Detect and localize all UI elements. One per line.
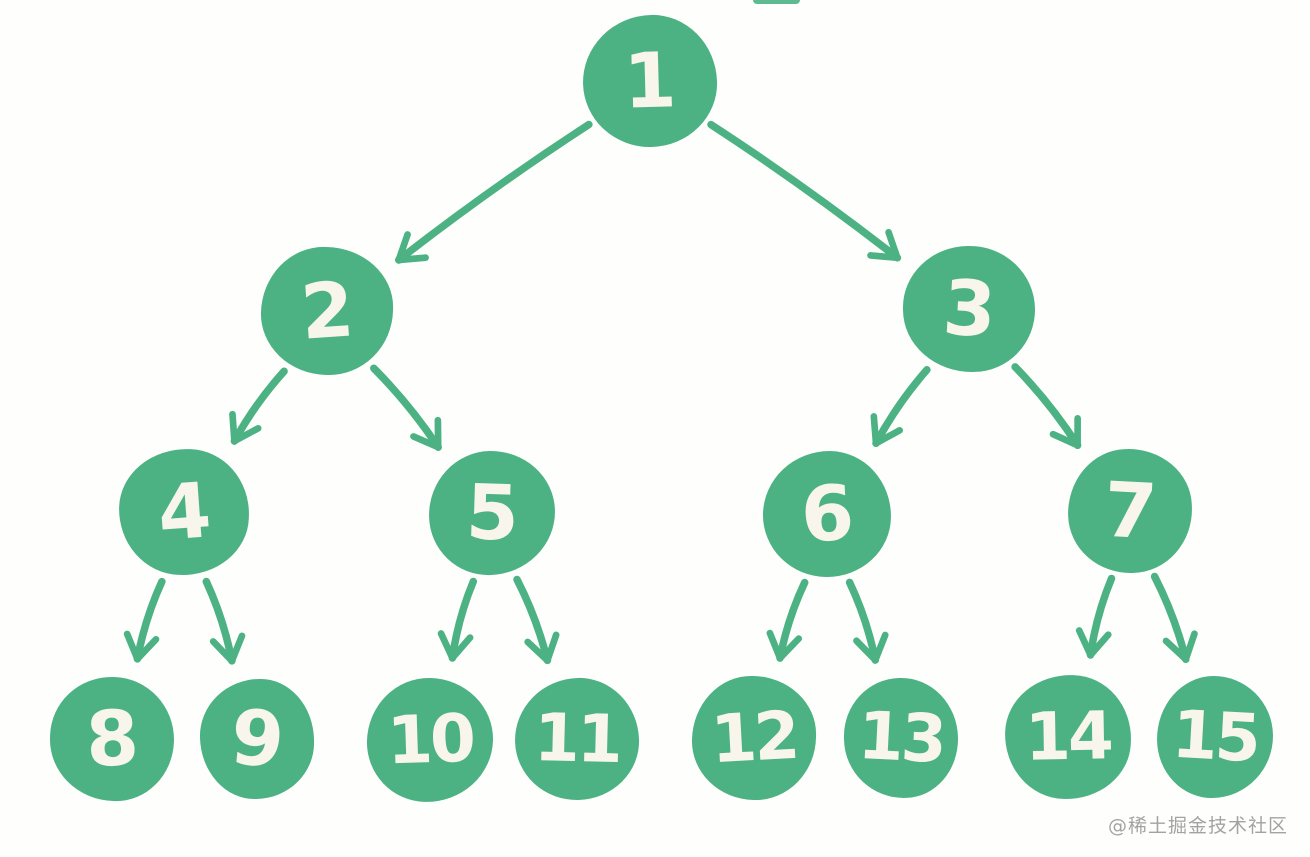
- node-label: 15: [1170, 695, 1260, 778]
- node-label: 12: [709, 696, 799, 779]
- node-label: 6: [798, 467, 856, 560]
- edge-2-5: [370, 364, 442, 451]
- edge-2-4: [229, 367, 288, 445]
- edge-3-6: [870, 366, 931, 448]
- tree-node-3: 3: [902, 245, 1036, 373]
- node-label: 11: [533, 698, 621, 779]
- tree-node-9: 9: [199, 678, 315, 800]
- edge-1-2: [394, 120, 593, 264]
- edge-6-12: [766, 578, 809, 662]
- edge-4-9: [202, 577, 246, 665]
- edge-4-8: [123, 577, 166, 663]
- node-label: 2: [297, 264, 357, 357]
- edge-5-10: [437, 577, 478, 662]
- edge-6-13: [845, 578, 889, 664]
- tree-node-6: 6: [762, 450, 892, 578]
- node-label: 4: [154, 465, 214, 558]
- edge-3-7: [1011, 363, 1082, 450]
- edge-7-15: [1150, 572, 1198, 664]
- node-label: 1: [622, 35, 678, 126]
- node-label: 9: [226, 691, 288, 786]
- node-label: 13: [856, 696, 946, 779]
- node-label: 7: [1101, 464, 1159, 557]
- node-label: 5: [464, 467, 520, 558]
- edge-7-14: [1075, 574, 1116, 659]
- node-label: 8: [83, 692, 141, 785]
- node-label: 14: [1024, 697, 1112, 776]
- node-label: 10: [385, 699, 475, 780]
- edge-5-11: [513, 575, 560, 665]
- edge-1-3: [707, 120, 902, 262]
- node-label: 3: [940, 262, 998, 355]
- stray-stroke: [753, 0, 800, 4]
- watermark: @稀土掘金技术社区: [1107, 815, 1288, 837]
